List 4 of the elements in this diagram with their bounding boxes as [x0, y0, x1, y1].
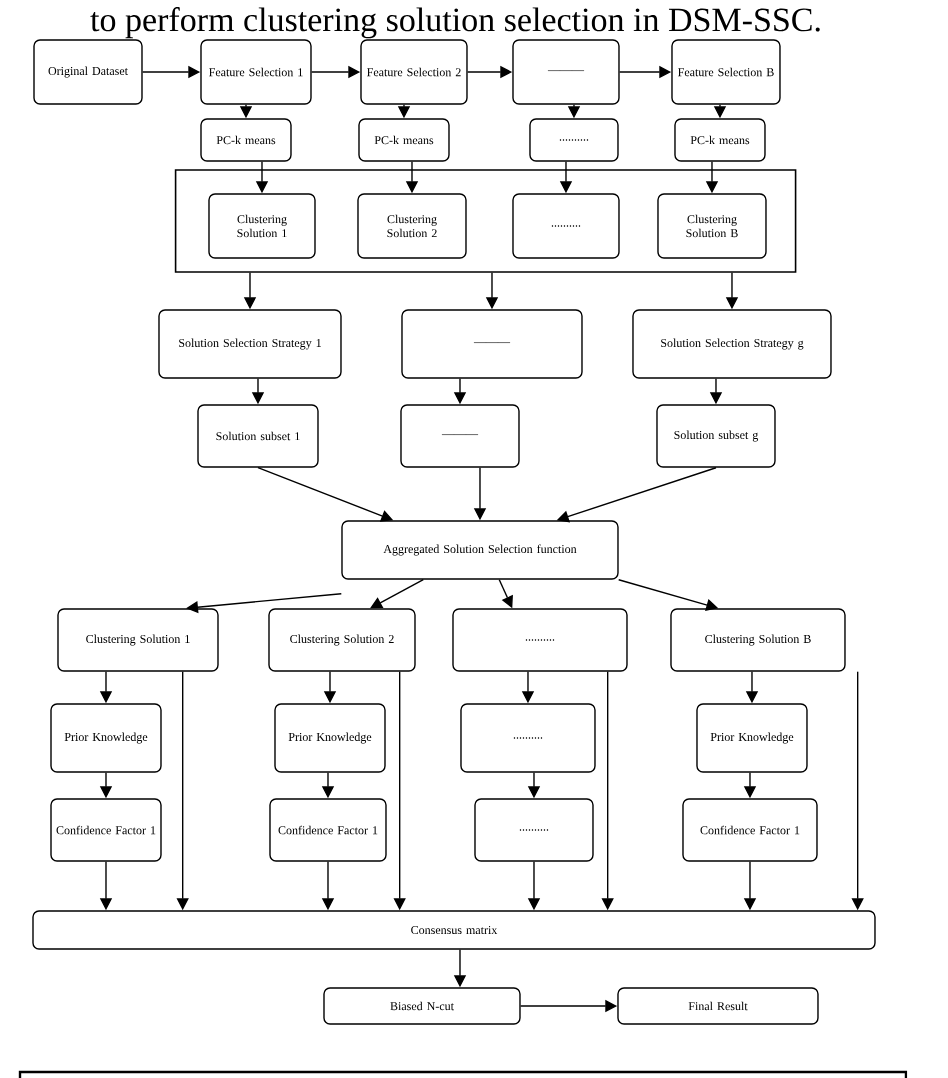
group-frame [174, 169, 797, 273]
title: to perform clustering solution selection in DSM-SSC. [90, 7, 820, 39]
arrow [186, 593, 342, 614]
arrow [370, 579, 424, 609]
